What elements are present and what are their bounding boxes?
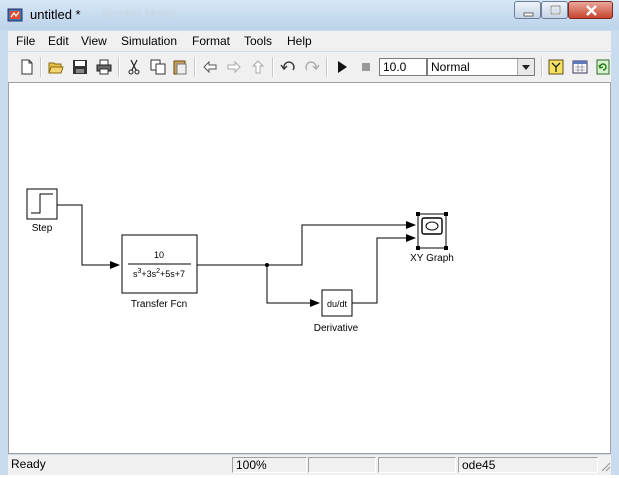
branch-point (265, 263, 269, 267)
save-icon (73, 60, 87, 74)
toolbar: Normal (8, 52, 611, 83)
refresh-button[interactable] (593, 57, 613, 77)
model-explorer-button[interactable] (570, 57, 590, 77)
back-icon (203, 60, 217, 74)
up-icon (251, 60, 265, 74)
stop-icon (362, 63, 370, 71)
menu-tools[interactable]: Tools (244, 34, 273, 48)
forward-icon (227, 60, 241, 74)
refresh-icon (596, 59, 610, 75)
status-zoom: 100% (232, 457, 307, 473)
open-icon (48, 62, 64, 74)
derivative-to-xy-line (352, 234, 416, 304)
derivative-block[interactable]: du/dt Derivative (314, 289, 359, 334)
derivative-label: Derivative (314, 323, 359, 334)
undo-icon (280, 61, 295, 71)
status-bar: Ready 100% ode45 (8, 455, 611, 475)
chevron-down-icon[interactable] (517, 59, 534, 75)
simulation-mode-select[interactable]: Normal (427, 58, 535, 76)
close-icon (586, 5, 597, 16)
close-button[interactable] (568, 1, 613, 19)
copy-button[interactable] (148, 57, 168, 77)
transfer-fcn-numerator: 10 (154, 250, 164, 260)
redo-icon (305, 61, 320, 71)
print-button[interactable] (94, 57, 114, 77)
menu-file[interactable]: File (16, 34, 36, 48)
up-button[interactable] (248, 57, 268, 77)
copy-icon (150, 59, 166, 75)
stop-simulation-button[interactable] (356, 57, 376, 77)
new-icon (21, 59, 33, 75)
tf-to-derivative-line (266, 265, 320, 307)
menu-bar: File Edit View Simulation Format Tools H… (8, 31, 611, 51)
print-icon (96, 59, 112, 75)
library-browser-icon (548, 59, 564, 75)
resize-grip-icon[interactable] (599, 459, 611, 473)
paste-button[interactable] (170, 57, 190, 77)
new-button[interactable] (17, 57, 37, 77)
transfer-fcn-label: Transfer Fcn (131, 299, 187, 310)
model-explorer-icon (572, 60, 588, 74)
model-canvas[interactable]: Step 10 s3+3s2+5s+7 Transfer Fcn du/dt D… (8, 82, 611, 454)
step-to-tf-line (57, 204, 120, 269)
menu-view[interactable]: View (81, 34, 107, 48)
selection-handle (416, 212, 420, 216)
status-state: Ready (11, 457, 46, 471)
menu-edit[interactable]: Edit (48, 34, 69, 48)
transfer-fcn-block[interactable]: 10 s3+3s2+5s+7 Transfer Fcn (121, 234, 198, 310)
menu-simulation[interactable]: Simulation (121, 34, 178, 48)
window-subtitle: - Simulink Model (94, 8, 176, 20)
maximize-icon (550, 5, 561, 15)
library-browser-button[interactable] (546, 57, 566, 77)
cut-button[interactable] (124, 57, 144, 77)
xy-graph-block[interactable]: XY Graph (410, 212, 454, 264)
start-simulation-button[interactable] (332, 57, 352, 77)
minimize-icon (523, 12, 534, 17)
title-bar[interactable]: untitled * - Simulink Model (0, 0, 619, 30)
status-cell-empty-1 (308, 457, 376, 473)
back-button[interactable] (200, 57, 220, 77)
open-button[interactable] (46, 57, 66, 77)
undo-button[interactable] (278, 57, 298, 77)
step-block[interactable]: Step (26, 188, 58, 234)
step-label: Step (32, 223, 53, 234)
menu-format[interactable]: Format (192, 34, 231, 48)
play-icon (338, 61, 347, 73)
maximize-button[interactable] (541, 1, 568, 19)
simulink-app-icon (7, 7, 23, 23)
paste-icon (173, 60, 187, 75)
tf-to-xy-line (267, 221, 416, 266)
selection-handle (444, 212, 448, 216)
window-title: untitled * (30, 7, 81, 22)
minimize-button[interactable] (514, 1, 541, 19)
simulation-mode-value: Normal (431, 60, 470, 74)
derivative-text: du/dt (327, 299, 348, 309)
status-solver: ode45 (458, 457, 598, 473)
transfer-fcn-denominator: s3+3s2+5s+7 (133, 268, 185, 279)
stop-time-input[interactable] (379, 58, 427, 76)
signal-lines[interactable] (57, 204, 416, 307)
status-cell-empty-2 (378, 457, 456, 473)
cut-icon (128, 59, 140, 75)
selection-handle (444, 246, 448, 250)
menu-help[interactable]: Help (287, 34, 312, 48)
xy-graph-label: XY Graph (410, 253, 454, 264)
redo-button[interactable] (302, 57, 322, 77)
selection-handle (416, 246, 420, 250)
save-button[interactable] (70, 57, 90, 77)
forward-button[interactable] (224, 57, 244, 77)
